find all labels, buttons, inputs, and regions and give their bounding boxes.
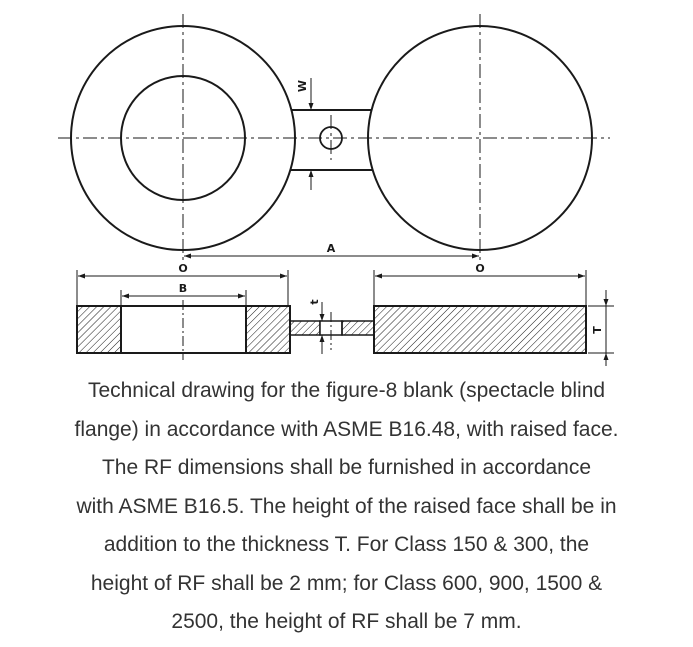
web-section-left [289, 320, 321, 336]
left-ring-section-left [76, 305, 122, 354]
a-dimension-label: A [327, 242, 336, 255]
left-ring-section-right [245, 305, 291, 354]
spectacle-blind-technical-drawing: W A O O B [58, 14, 614, 366]
section-centerlines [182, 300, 332, 360]
w-dimension [300, 78, 318, 190]
b-dimension-label: B [179, 282, 187, 295]
o-right-label: O [475, 262, 484, 275]
caption-line: The RF dimensions shall be furnished in … [101, 456, 592, 479]
caption-line: height of RF shall be 2 mm; for Class 60… [90, 571, 603, 595]
t-upper-dimension [588, 290, 614, 366]
top-centerlines [58, 14, 610, 262]
caption-line: Technical drawing for the figure-8 blank… [87, 379, 606, 402]
figure-caption: Technical drawing for the figure-8 blank… [0, 372, 693, 642]
o-dimensions [76, 270, 587, 306]
caption-line: flange) in accordance with ASME B16.48, … [74, 417, 619, 441]
caption-line: with ASME B16.5. The height of the raise… [76, 494, 617, 518]
w-dimension-label: W [296, 80, 309, 92]
caption-line: 2500, the height of RF shall be 7 mm. [171, 610, 522, 633]
web-section-right [341, 320, 375, 336]
blank-section [373, 305, 587, 354]
caption-line: addition to the thickness T. For Class 1… [103, 533, 590, 556]
t-upper-label: T [591, 326, 604, 334]
t-lower-label: t [308, 299, 321, 304]
o-left-label: O [178, 262, 187, 275]
